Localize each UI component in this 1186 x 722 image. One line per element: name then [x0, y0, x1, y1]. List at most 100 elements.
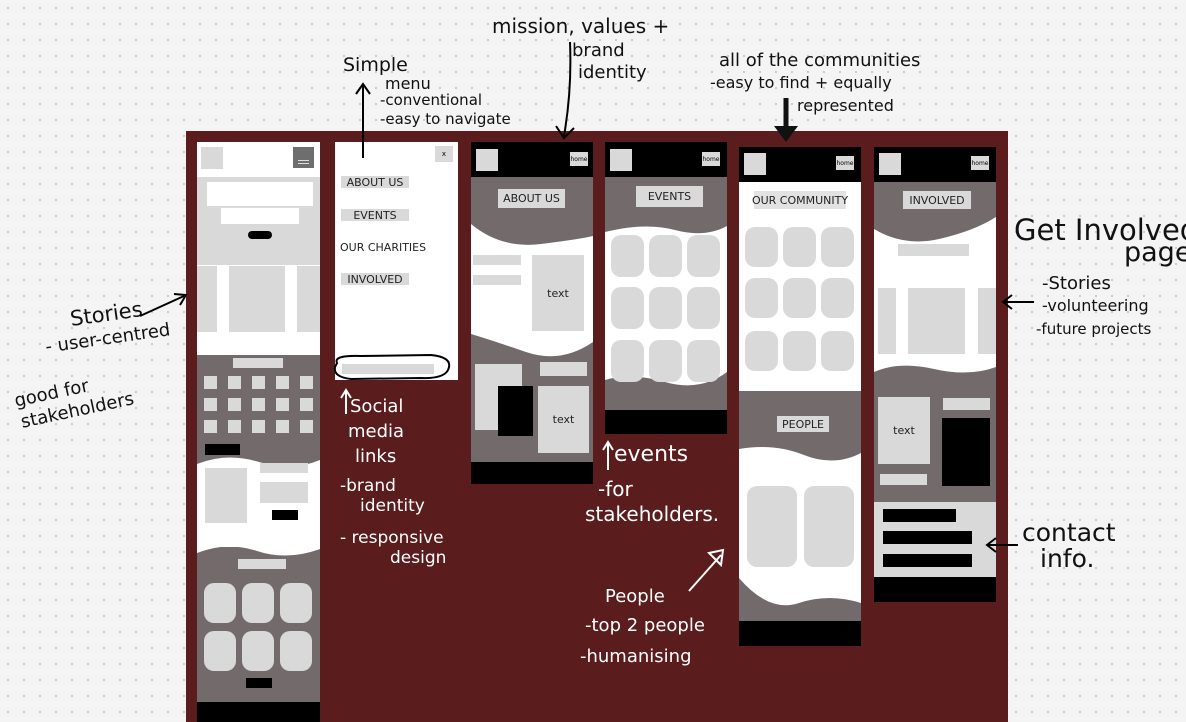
- grid-section: [197, 355, 320, 475]
- hamburger-menu-icon[interactable]: [293, 147, 314, 168]
- people-note-line: -humanising: [580, 646, 692, 667]
- about-title: ABOUT US: [498, 189, 565, 208]
- menu-note-line: -conventional: [380, 91, 483, 109]
- social-note-line: identity: [360, 496, 425, 516]
- footer: [471, 462, 593, 484]
- logo-placeholder: [201, 147, 223, 169]
- about-line-1: [473, 255, 521, 265]
- mission-note-title: mission, values +: [492, 14, 670, 38]
- social-links-bar[interactable]: [342, 364, 434, 374]
- involved-card-right: [978, 288, 996, 354]
- involved-wireframe: home INVOLVED text: [874, 147, 996, 602]
- wave-edge: [197, 537, 320, 556]
- tile-section: [197, 547, 320, 702]
- footer: [874, 577, 996, 602]
- wireframe-board: [186, 131, 1008, 722]
- events-note-line: -for: [598, 477, 633, 501]
- home-wireframe: [197, 142, 320, 722]
- people-note-line: -top 2 people: [585, 615, 705, 636]
- menu-item-events[interactable]: EVENTS: [341, 209, 409, 222]
- about-caption: [540, 362, 587, 376]
- contact-line-3: [883, 554, 972, 567]
- social-note-line: - responsive: [340, 528, 444, 548]
- about-wireframe: home ABOUT US text text: [471, 142, 593, 484]
- involved-note-line: -Stories: [1042, 273, 1111, 294]
- events-note-title: events: [614, 442, 689, 467]
- involved-title: INVOLVED: [903, 191, 971, 209]
- contact-note-title: contact: [1022, 518, 1116, 547]
- logo-placeholder: [744, 153, 766, 175]
- involved-card-main: [908, 288, 965, 354]
- people-title: PEOPLE: [777, 416, 829, 432]
- person-card-1[interactable]: [747, 486, 797, 567]
- menu-item-involved[interactable]: INVOLVED: [341, 273, 409, 286]
- events-wireframe: home EVENTS: [605, 142, 727, 434]
- arrow-down-icon: [774, 98, 798, 142]
- footer: [605, 410, 727, 434]
- involved-note-line: -future projects: [1036, 320, 1152, 338]
- events-title: EVENTS: [636, 186, 703, 207]
- stories-note-line: - user-centred: [44, 319, 172, 358]
- grid-section-title: [233, 358, 283, 368]
- home-button[interactable]: home: [570, 152, 588, 166]
- grid-section-button[interactable]: [205, 444, 240, 455]
- tile-section-title: [238, 559, 286, 569]
- contact-line-2: [883, 531, 972, 544]
- hero-button[interactable]: [248, 231, 272, 239]
- story-card-main: [229, 266, 285, 332]
- involved-dark-block: [942, 418, 990, 486]
- home-button[interactable]: home: [971, 156, 989, 170]
- logo-placeholder: [476, 149, 498, 171]
- contact-note-line: info.: [1040, 544, 1095, 573]
- people-note-title: People: [605, 586, 665, 607]
- about-line-2: [473, 275, 521, 285]
- menu-wireframe: x ABOUT US EVENTS OUR CHARITIES INVOLVED: [335, 142, 458, 380]
- arrow-up-icon: [355, 82, 371, 158]
- menu-note-line: -easy to navigate: [380, 110, 511, 128]
- social-links-circle: [333, 353, 451, 381]
- arrow-up-icon: [340, 388, 352, 414]
- feature-title: [260, 463, 308, 473]
- menu-note-line: menu: [385, 74, 431, 93]
- social-note-line: design: [390, 548, 447, 568]
- hero-subtitle-bar: [221, 208, 299, 224]
- footer: [739, 621, 861, 646]
- mission-note-line: brand: [572, 40, 625, 61]
- about-dark-block: [498, 386, 533, 436]
- social-note-line: media: [348, 421, 405, 442]
- footer: [197, 702, 320, 722]
- home-button[interactable]: home: [836, 156, 854, 170]
- community-title: OUR COMMUNITY: [752, 191, 848, 209]
- story-card-left: [197, 266, 217, 332]
- social-note-line: -brand: [340, 476, 396, 496]
- social-note-title: Social: [350, 396, 404, 417]
- menu-item-about[interactable]: ABOUT US: [341, 176, 409, 189]
- about-text-box: text: [532, 255, 584, 331]
- contact-line-1: [883, 509, 956, 522]
- arrow-left-icon: [1001, 294, 1034, 310]
- story-card-right: [297, 266, 320, 332]
- involved-text-box: text: [878, 397, 930, 464]
- events-note-line: stakeholders.: [585, 502, 720, 526]
- feature-text: [260, 482, 308, 503]
- arrow-left-icon: [985, 537, 1018, 553]
- close-button[interactable]: x: [435, 146, 453, 162]
- involved-note-line: -volunteering: [1042, 296, 1149, 315]
- person-card-2[interactable]: [804, 486, 854, 567]
- menu-note-title: Simple: [343, 54, 408, 76]
- involved-note-title: Get Involved: [1014, 213, 1186, 247]
- tile-section-button[interactable]: [246, 678, 272, 688]
- about-text-box-2: text: [538, 386, 589, 453]
- arrow-up-icon: [602, 440, 614, 470]
- involved-caption-2: [880, 474, 927, 485]
- involved-card-left: [878, 288, 896, 354]
- social-note-line: links: [355, 446, 397, 467]
- logo-placeholder: [879, 153, 901, 175]
- feature-button[interactable]: [272, 510, 298, 520]
- involved-caption: [943, 398, 990, 410]
- hero-title-bar: [207, 182, 313, 206]
- mission-note-line: identity: [578, 62, 647, 83]
- community-note-title: all of the communities: [719, 50, 921, 71]
- home-button[interactable]: home: [702, 152, 720, 166]
- menu-item-charities[interactable]: OUR CHARITIES: [340, 241, 427, 254]
